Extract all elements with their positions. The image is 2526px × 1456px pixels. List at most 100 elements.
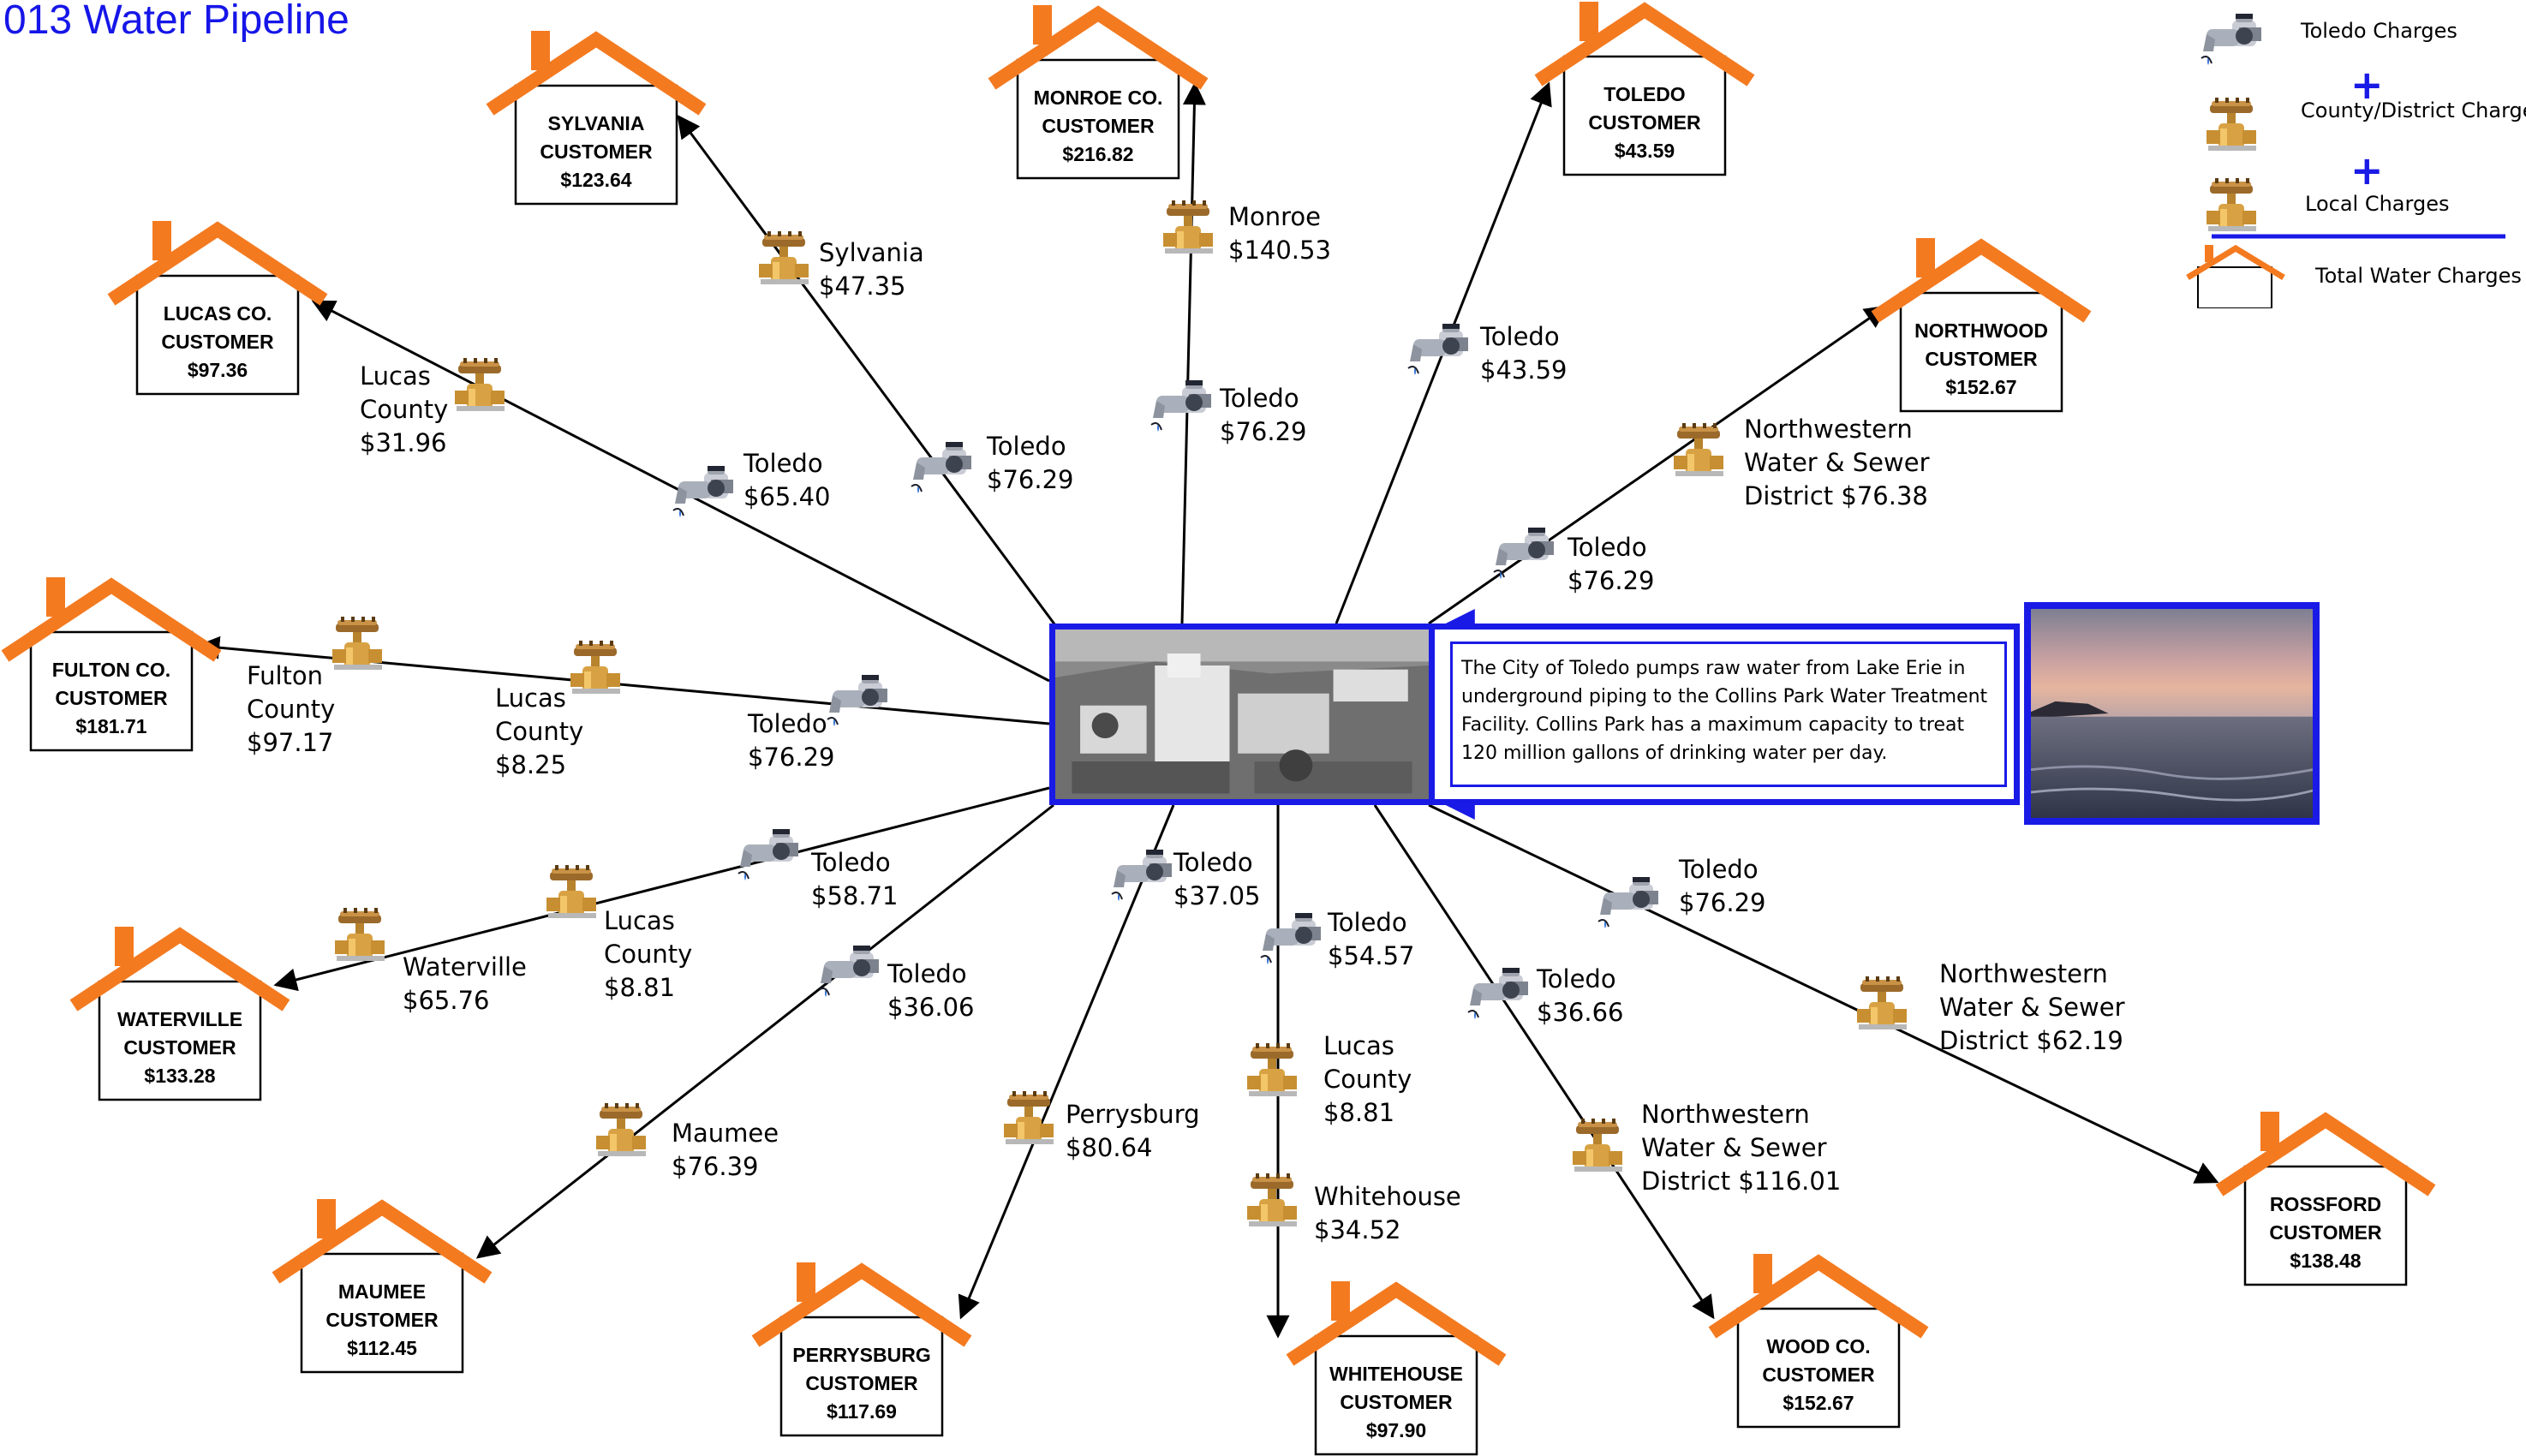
house-label: CUSTOMER — [2269, 1221, 2382, 1244]
faucet-icon — [1595, 874, 1660, 942]
faucet-icon — [1405, 320, 1470, 389]
faucet-icon — [1257, 910, 1323, 978]
label-line: $54.57 — [1328, 941, 1415, 970]
label-toledo-toledo: Toledo$43.59 — [1480, 320, 1567, 387]
faucet-icon — [1465, 964, 1530, 1033]
house-label: PERRYSBURG — [792, 1344, 931, 1366]
label-line: District $116.01 — [1641, 1167, 1842, 1196]
faucet-icon — [670, 462, 735, 531]
label-line: $76.39 — [672, 1152, 759, 1181]
legend-plus-1: + — [2350, 62, 2384, 108]
house-total: $112.45 — [347, 1337, 417, 1359]
label-fulton-toledo: Toledo$76.29 — [748, 707, 834, 774]
house-total: $133.28 — [144, 1065, 216, 1087]
house-monroe: MONROE CO.CUSTOMER$216.82 — [987, 0, 1209, 180]
label-line: Toledo — [743, 449, 823, 478]
label-line: $43.59 — [1480, 355, 1568, 385]
faucet-icon — [1108, 846, 1173, 915]
house-label: NORTHWOOD — [1914, 319, 2048, 342]
label-line: Water & Sewer — [1641, 1133, 1827, 1162]
house-label: MONROE CO. — [1033, 87, 1163, 109]
pipe-perrysburg — [958, 804, 1175, 1320]
label-line: District $62.19 — [1939, 1026, 2123, 1055]
house-label: WATERVILLE — [116, 1008, 243, 1030]
house-total: $117.69 — [827, 1400, 897, 1423]
label-line: $36.66 — [1537, 998, 1624, 1027]
label-line: Perrysburg — [1066, 1100, 1200, 1129]
label-line: Toledo — [1679, 855, 1759, 884]
label-line: Toledo — [1568, 533, 1647, 562]
label-line: County — [604, 940, 693, 969]
legend-local-label: Local Charges — [2305, 192, 2450, 216]
legend-plus-2: + — [2350, 147, 2384, 194]
pipe-sylvania — [677, 114, 1057, 626]
pipe-northwood — [1428, 305, 1889, 625]
house-total: $152.67 — [1783, 1392, 1854, 1414]
label-line: Water & Sewer — [1744, 448, 1930, 477]
house-label: WOOD CO. — [1766, 1335, 1871, 1358]
label-perrysburg-local: Perrysburg $80.64 — [1066, 1098, 1200, 1165]
label-line: Sylvania — [819, 238, 924, 267]
label-line: $58.71 — [811, 881, 899, 910]
label-line: Lucas — [360, 361, 431, 391]
house-lucas: LUCAS CO.CUSTOMER$97.36 — [106, 207, 329, 396]
label-whitehouse-local: Whitehouse$34.52 — [1314, 1180, 1461, 1247]
house-text: MONROE CO.CUSTOMER$216.82 — [1018, 84, 1179, 169]
label-line: Toledo — [1173, 848, 1253, 877]
label-line: $80.64 — [1066, 1133, 1153, 1162]
legend-total-label: Total Water Charges — [2315, 264, 2522, 288]
valve-icon — [999, 1084, 1064, 1153]
valve-icon — [330, 901, 395, 970]
label-line: $31.96 — [360, 428, 447, 457]
label-line: $36.06 — [887, 993, 975, 1022]
page-title: 013 Water Pipeline — [3, 0, 349, 43]
legend-county-label: County/District Charges — [2301, 98, 2526, 122]
house-label: CUSTOMER — [1762, 1364, 1875, 1386]
house-text: LUCAS CO.CUSTOMER$97.36 — [137, 300, 298, 385]
valve-icon — [2201, 171, 2266, 240]
label-line: $140.53 — [1228, 236, 1331, 265]
pipe-maumee — [475, 803, 1054, 1259]
label-line: Monroe — [1228, 202, 1322, 231]
label-line: County — [247, 695, 336, 724]
label-line: Toledo — [1537, 964, 1616, 994]
label-line: Fulton — [247, 661, 324, 690]
label-line: County — [495, 717, 584, 746]
faucet-icon — [735, 826, 800, 894]
valve-icon — [541, 858, 606, 927]
label-line: $37.05 — [1173, 881, 1261, 910]
treatment-plant-photo — [1049, 624, 1435, 805]
label-line: $8.81 — [1323, 1098, 1395, 1127]
label-line: Toledo — [987, 432, 1066, 461]
label-line: Northwestern — [1939, 959, 2108, 988]
house-label: CUSTOMER — [55, 687, 168, 709]
label-line: $76.29 — [1679, 888, 1766, 917]
house-label: MAUMEE — [337, 1280, 427, 1303]
faucet-icon — [824, 671, 889, 740]
label-line: County — [1323, 1065, 1412, 1094]
house-label: CUSTOMER — [1340, 1391, 1453, 1413]
valve-icon — [450, 351, 515, 420]
house-label: LUCAS CO. — [163, 302, 272, 325]
house-total: $97.90 — [1365, 1419, 1427, 1441]
house-wood: WOOD CO. CUSTOMER $152.67 — [1707, 1240, 1930, 1429]
house-label: CUSTOMER — [1925, 348, 2038, 370]
faucet-icon — [815, 942, 881, 1011]
pipe-waterville — [273, 786, 1050, 992]
label-line: $97.17 — [247, 728, 334, 757]
label-line: $65.76 — [403, 986, 490, 1015]
label-waterville-toledo: Toledo$58.71 — [811, 846, 898, 913]
house-label: CUSTOMER — [161, 331, 274, 353]
house-total: $152.67 — [1945, 376, 2017, 398]
house-total: $123.64 — [560, 169, 632, 191]
faucet-icon — [1148, 377, 1213, 445]
